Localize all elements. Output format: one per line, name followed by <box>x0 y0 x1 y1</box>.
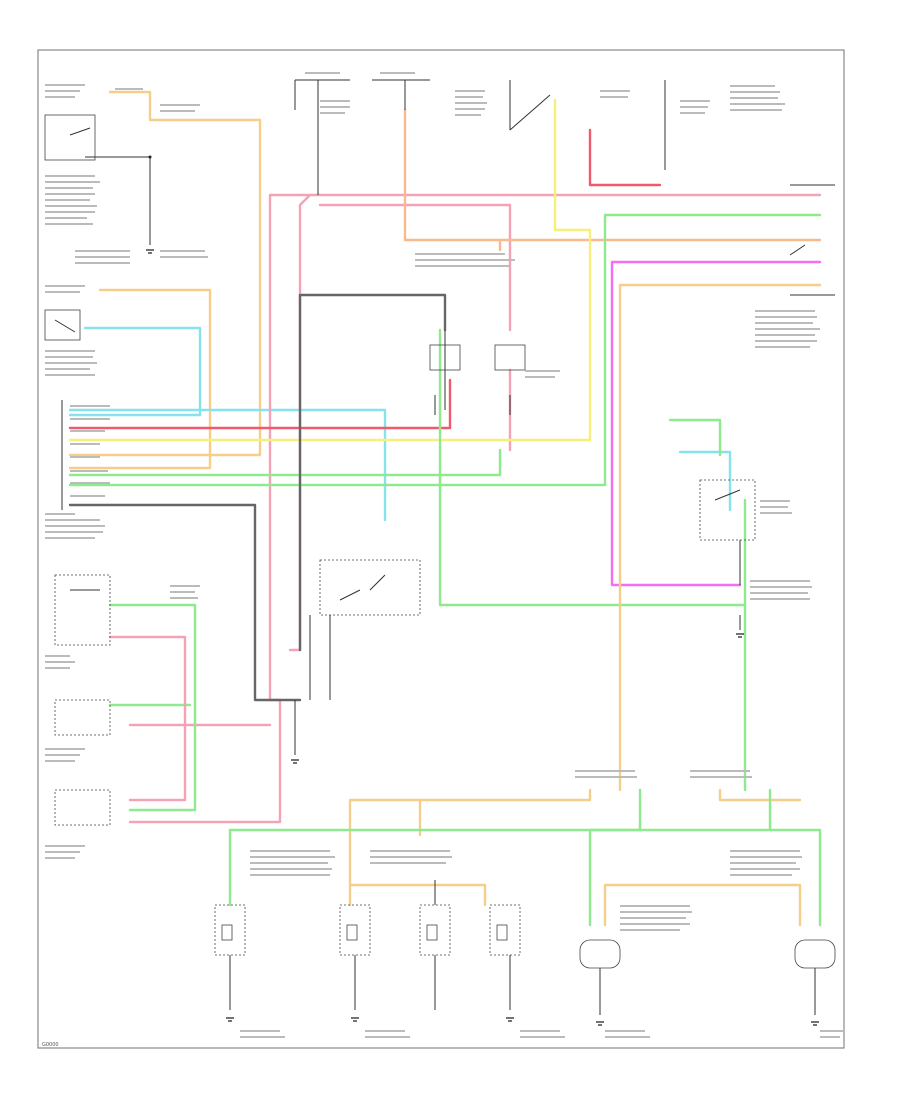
ground-symbols <box>146 249 819 1026</box>
wire-yellow <box>68 98 592 442</box>
wire-green-bus-right <box>588 788 822 927</box>
relay-3 <box>419 880 451 1010</box>
wire-cyan-long <box>68 408 732 522</box>
wire-gray <box>68 293 447 702</box>
relay-2 <box>339 904 371 1010</box>
relay-1 <box>214 904 246 1010</box>
wire-orange-right <box>618 283 822 792</box>
headlamp-relays <box>214 880 836 1015</box>
left-headlamp <box>579 939 621 1015</box>
footer-code: G0000 <box>42 1042 59 1048</box>
wire-orange-bus-left <box>348 788 592 907</box>
diagram-frame <box>37 49 845 1049</box>
wire-magenta <box>610 260 822 587</box>
relay-4 <box>489 904 521 1010</box>
wire-green-right <box>68 213 822 487</box>
wire-green-lower <box>68 448 502 477</box>
wire-peach-relay <box>403 108 822 252</box>
label-marks <box>45 72 845 1038</box>
wire-green-headlamp-switch <box>108 603 197 812</box>
wire-orange-bus-right <box>603 788 802 927</box>
wire-pink-lower <box>128 698 282 824</box>
wire-orange-cluster <box>68 288 212 470</box>
wire-red-fuse <box>68 128 662 430</box>
wires <box>68 90 822 927</box>
black-wiring <box>44 79 835 826</box>
wire-green-bus-left <box>228 788 642 907</box>
wire-green-right-2 <box>438 328 747 792</box>
wire-pink-headlamp-switch <box>108 635 187 802</box>
wire-cyan-cluster <box>68 326 202 417</box>
wire-pink-loop <box>268 193 822 702</box>
right-headlamp <box>794 939 836 1015</box>
wire-orange-top-left <box>68 90 262 457</box>
